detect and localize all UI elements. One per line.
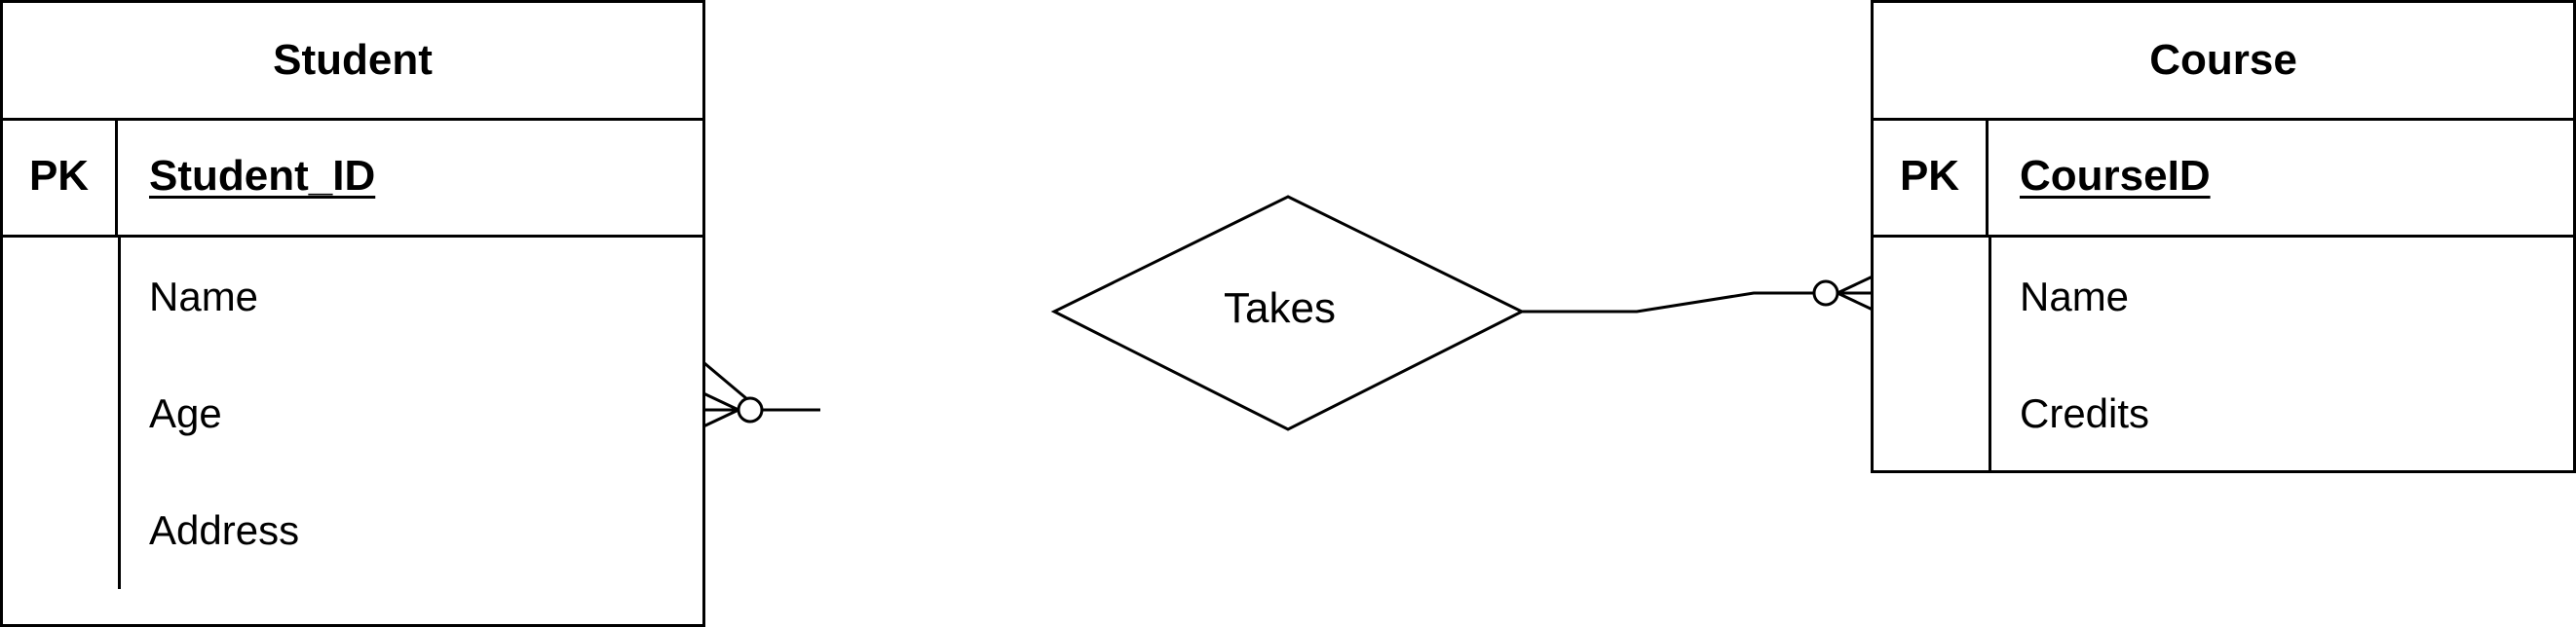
takes-relationship-diamond[interactable] xyxy=(1050,195,1526,431)
course-takes-connector xyxy=(1522,275,1874,314)
student-attribute-age: Age xyxy=(149,390,222,436)
course-pk-attribute: CourseID xyxy=(2020,152,2211,200)
course-key-column-divider xyxy=(1989,235,1991,470)
course-entity-title: Course xyxy=(1874,3,2573,121)
takes-relationship-label: Takes xyxy=(1224,284,1336,332)
course-connector-line xyxy=(1522,291,1814,314)
student-crowfoot-top xyxy=(702,391,739,412)
course-optional-circle xyxy=(1812,279,1839,307)
course-attribute-name: Name xyxy=(2020,274,2130,319)
student-attribute-name: Name xyxy=(149,274,259,319)
course-entity[interactable]: Course PK CourseID Name Credits xyxy=(1871,0,2576,473)
student-crowfoot-bottom xyxy=(702,408,739,428)
student-pk-label: PK xyxy=(3,118,118,235)
student-optional-circle xyxy=(737,396,764,424)
course-crowfoot-top xyxy=(1837,275,1874,295)
student-attribute-address: Address xyxy=(149,507,300,553)
course-crowfoot-bottom xyxy=(1837,291,1874,312)
course-pk-row: PK CourseID xyxy=(1874,118,2573,238)
course-pk-label: PK xyxy=(1874,118,1989,235)
student-entity-title: Student xyxy=(3,3,702,121)
student-entity[interactable]: Student PK Student_ID Name Age Address xyxy=(0,0,705,627)
student-key-column-divider xyxy=(118,235,121,589)
student-pk-attribute: Student_ID xyxy=(149,152,376,200)
student-pk-row: PK Student_ID xyxy=(3,118,702,238)
course-attribute-credits: Credits xyxy=(2020,390,2150,436)
